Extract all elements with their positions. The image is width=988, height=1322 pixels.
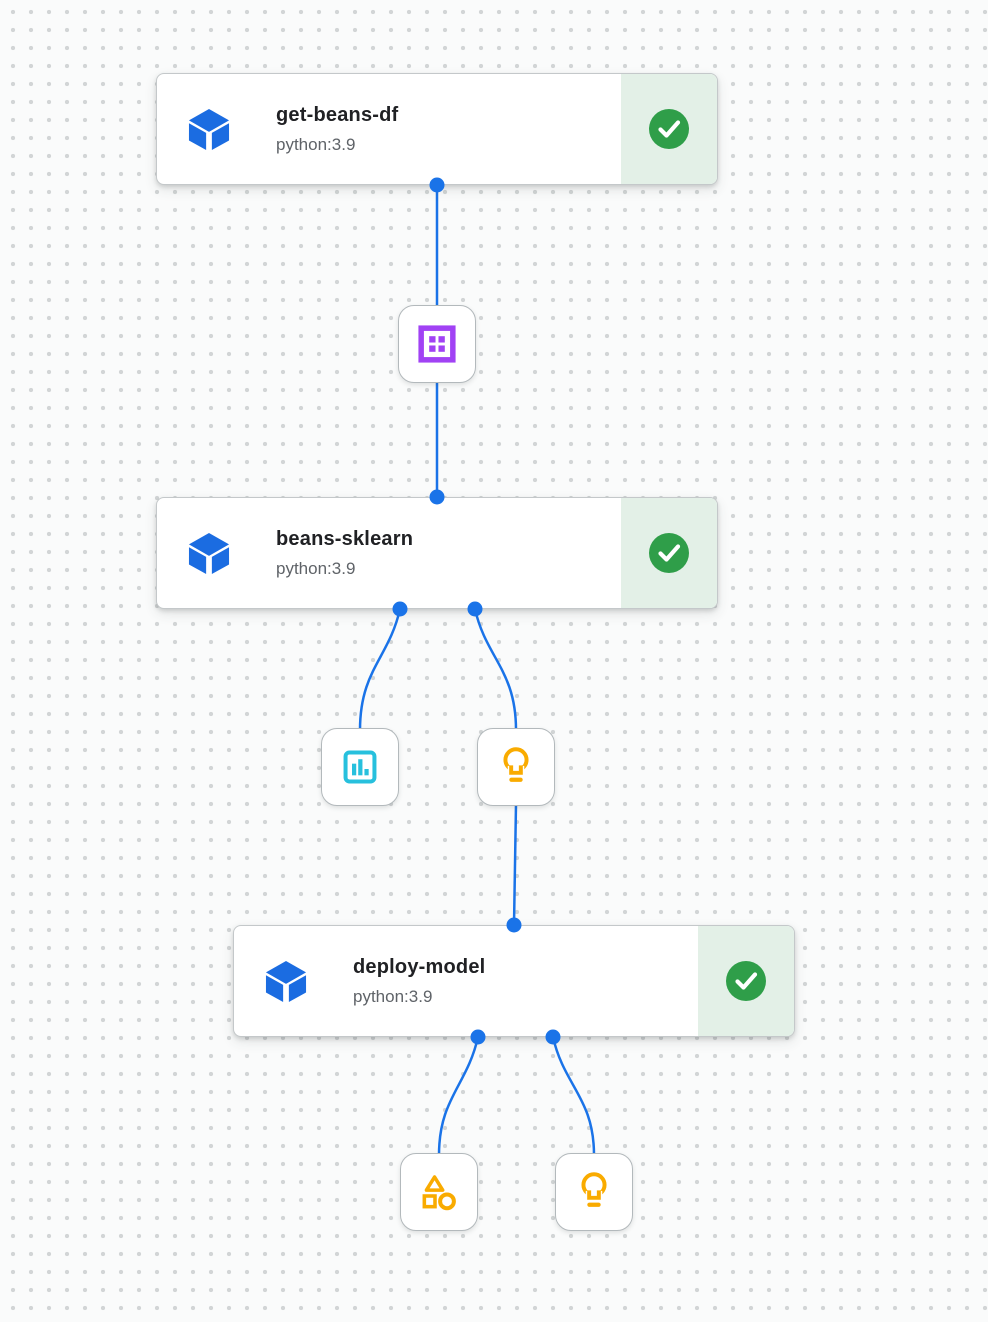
- edge-deploy-model-to-model2: [551, 1036, 596, 1156]
- task-node-deploy-model[interactable]: deploy-model python:3.9: [233, 925, 795, 1037]
- component-cube-icon: [263, 960, 309, 1002]
- dataset-icon: [418, 325, 456, 363]
- edge-model-to-deploy-model: [512, 803, 518, 926]
- component-cube-icon: [186, 532, 232, 574]
- task-node-get-beans-df[interactable]: get-beans-df python:3.9: [156, 73, 718, 185]
- task-node-beans-sklearn[interactable]: beans-sklearn python:3.9: [156, 497, 718, 609]
- task-status-badge: [698, 926, 794, 1036]
- model-lightbulb-icon: [581, 1172, 607, 1207]
- task-title: beans-sklearn: [276, 527, 414, 550]
- task-status-badge: [621, 498, 717, 608]
- metrics-icon: [343, 750, 377, 784]
- edge-beans-sklearn-to-model: [473, 608, 518, 731]
- success-check-icon: [649, 533, 689, 573]
- artifact-node-generic[interactable]: [400, 1153, 478, 1231]
- edge-deploy-model-to-artifact: [437, 1036, 480, 1156]
- task-runtime: python:3.9: [276, 558, 356, 578]
- task-title: deploy-model: [353, 955, 486, 978]
- edge-beans-sklearn-to-metrics: [358, 608, 402, 731]
- success-check-icon: [649, 109, 689, 149]
- artifact-node-dataset[interactable]: [398, 305, 476, 383]
- task-title: get-beans-df: [276, 103, 399, 126]
- component-cube-icon: [186, 108, 232, 150]
- task-status-badge: [621, 74, 717, 184]
- task-runtime: python:3.9: [353, 986, 433, 1006]
- artifact-node-metrics[interactable]: [321, 728, 399, 806]
- artifact-node-model-2[interactable]: [555, 1153, 633, 1231]
- model-lightbulb-icon: [503, 747, 529, 782]
- success-check-icon: [726, 961, 766, 1001]
- task-runtime: python:3.9: [276, 134, 356, 154]
- artifact-node-model[interactable]: [477, 728, 555, 806]
- generic-artifact-icon: [422, 1175, 456, 1211]
